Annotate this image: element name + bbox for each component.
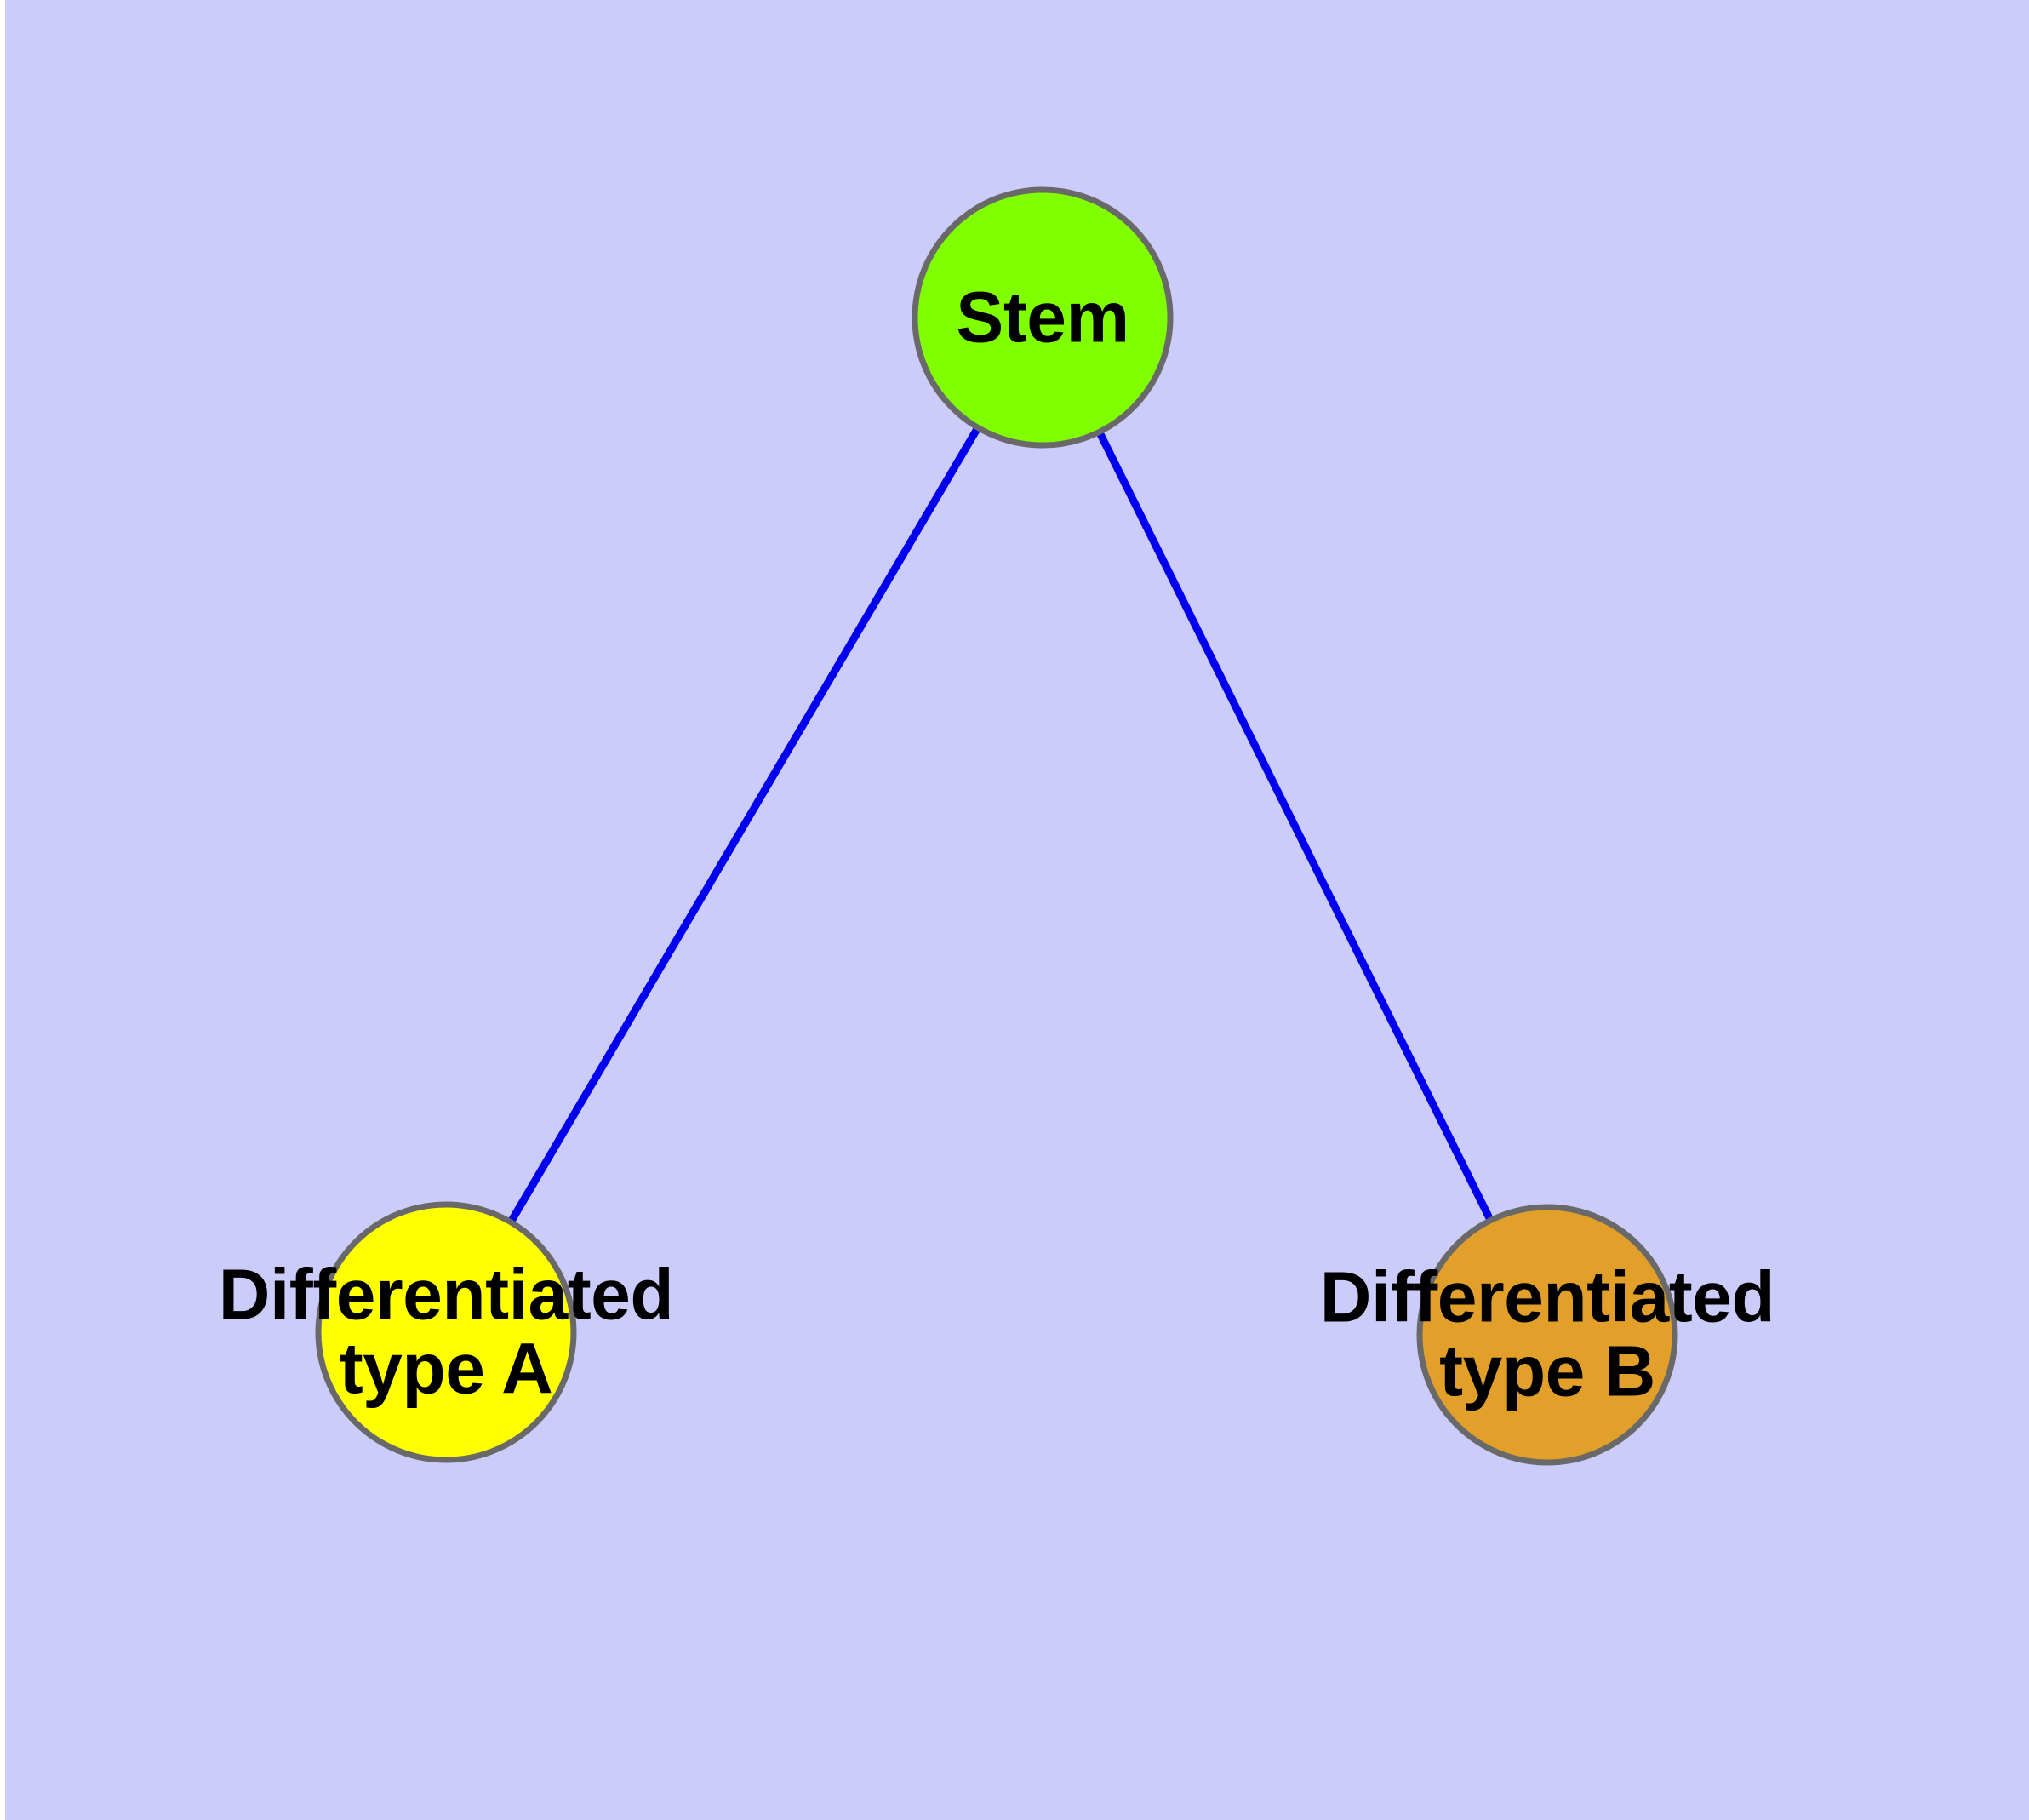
node-differentiated-type-b[interactable] bbox=[1416, 1204, 1678, 1466]
edge-stem-to-diff-b bbox=[1038, 315, 1552, 1337]
node-differentiated-type-a[interactable] bbox=[315, 1201, 577, 1463]
edge-stem-to-diff-a bbox=[443, 315, 1046, 1335]
edge-layer bbox=[443, 315, 1552, 1337]
node-stem[interactable] bbox=[912, 186, 1174, 449]
node-layer bbox=[315, 186, 1678, 1466]
